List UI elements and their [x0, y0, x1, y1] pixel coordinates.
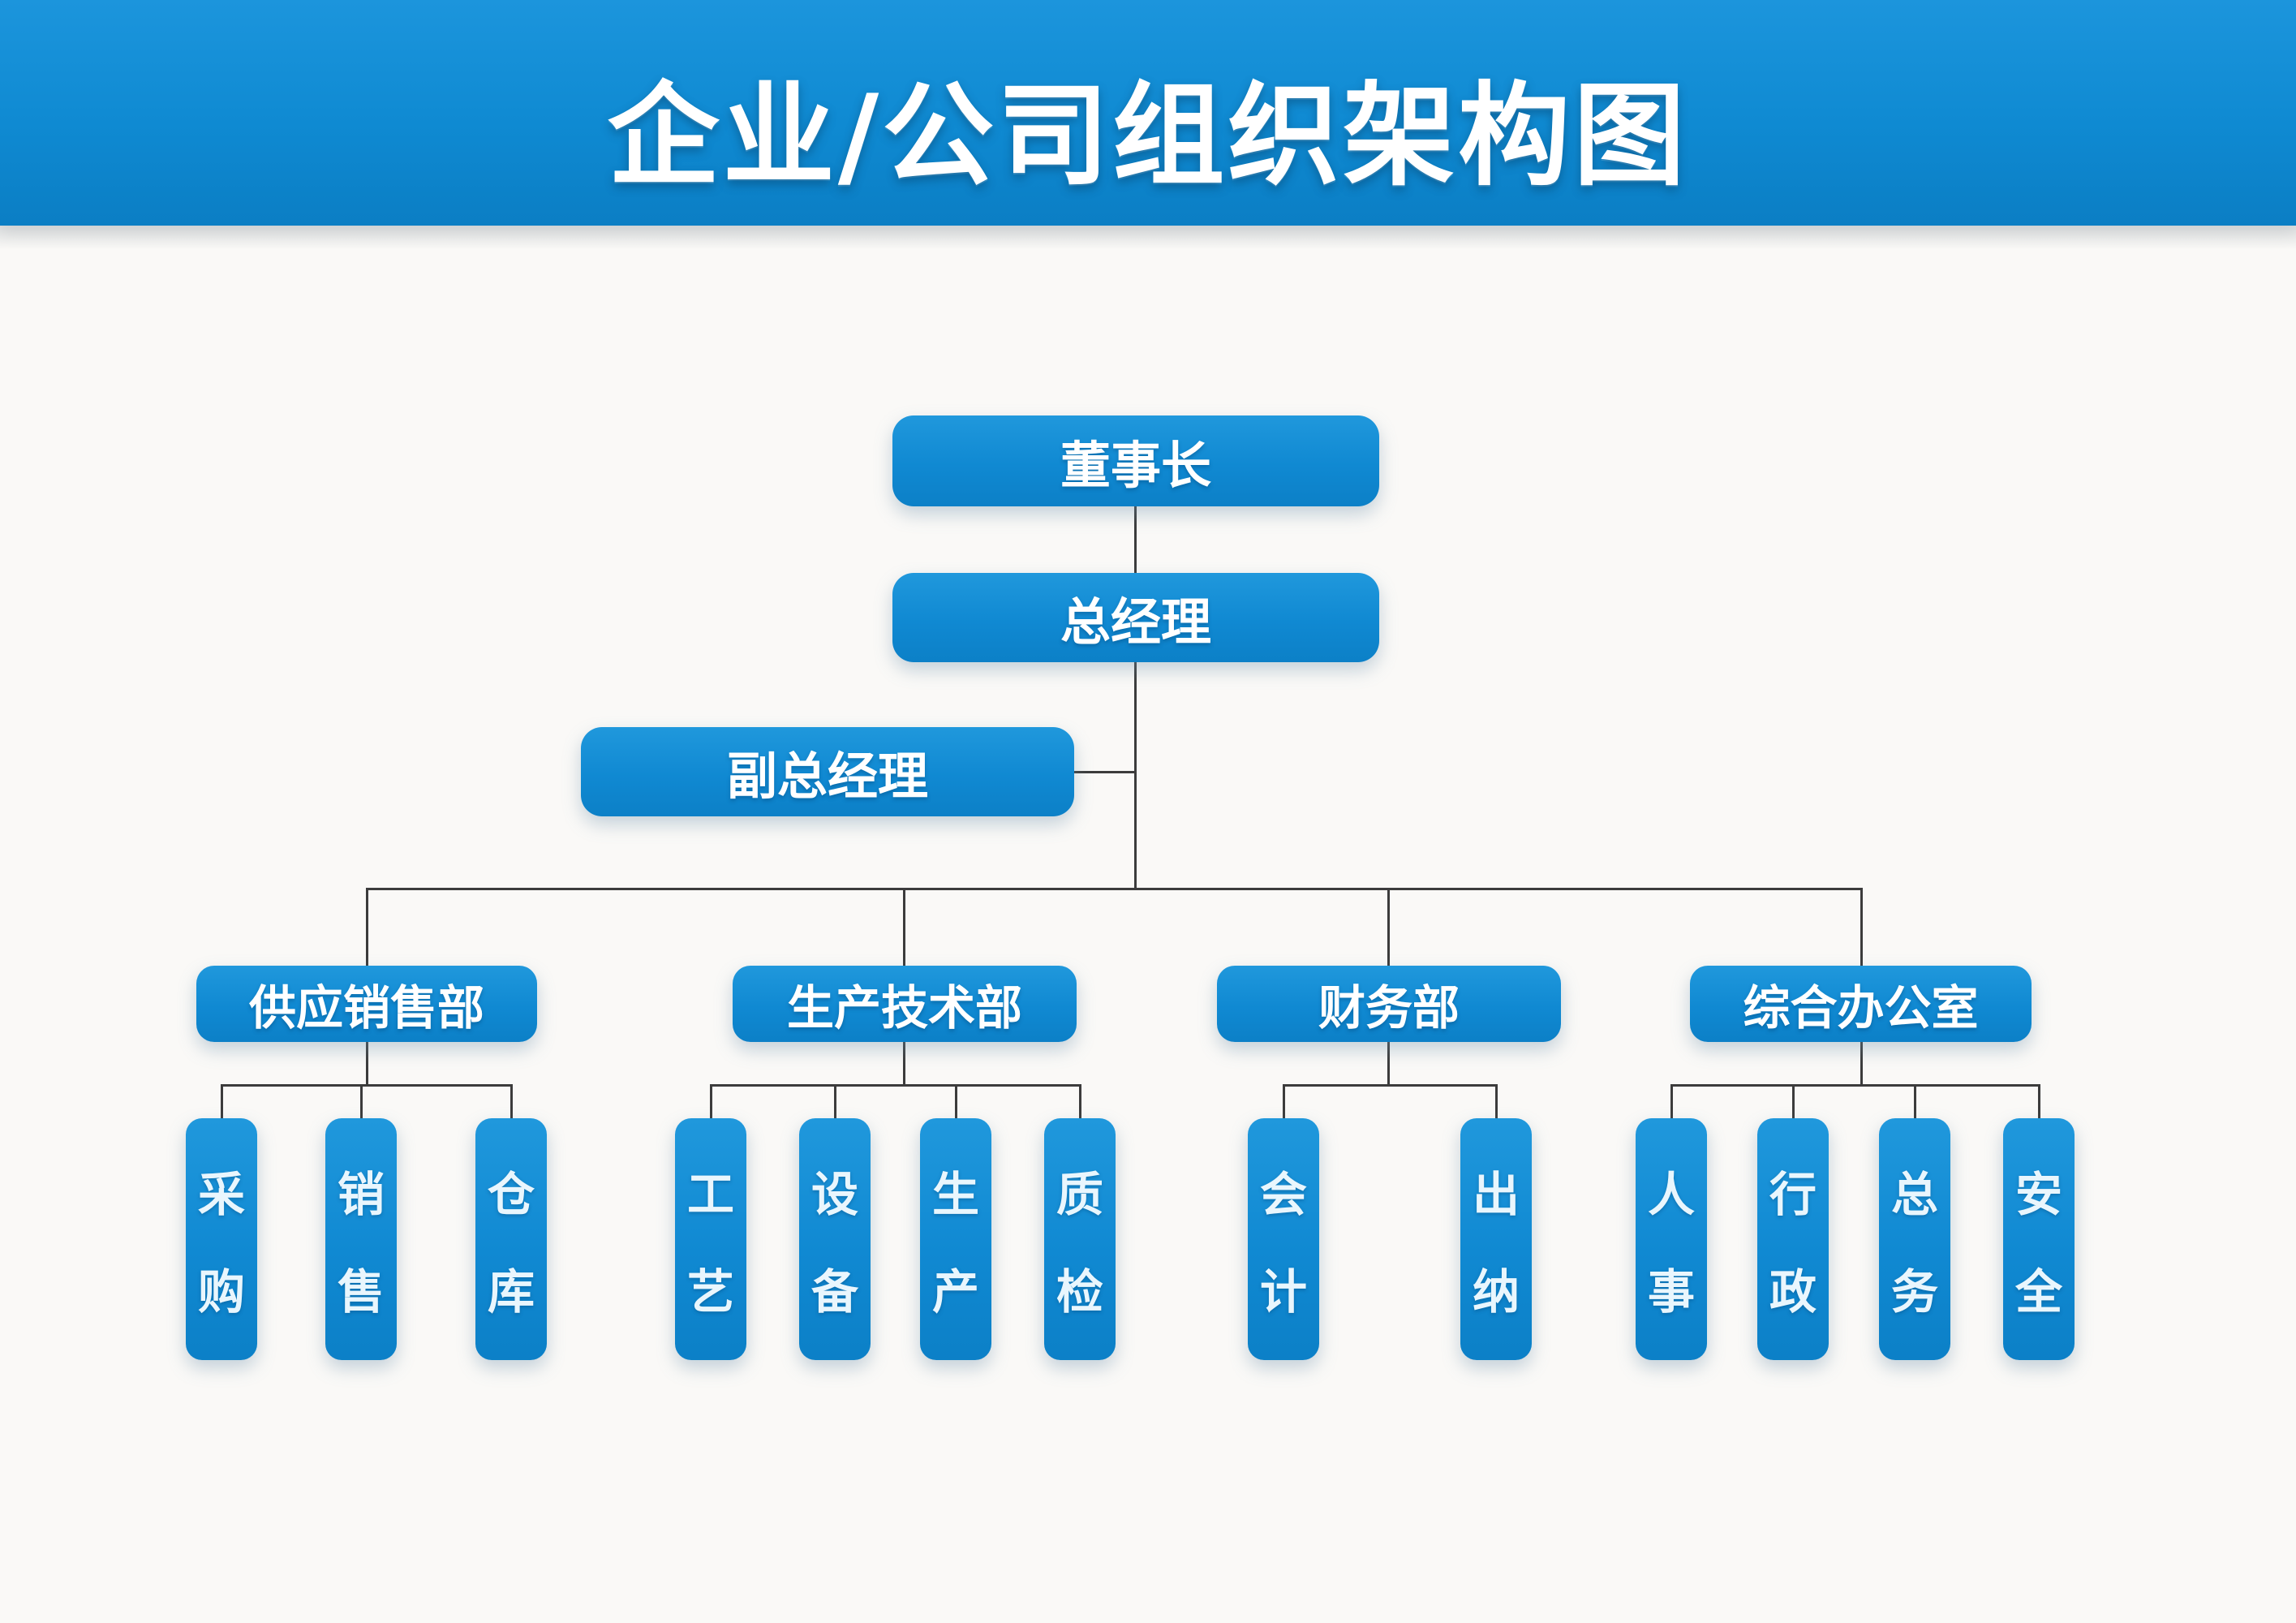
box-child-hr: 人事 — [1636, 1118, 1707, 1360]
connector-child-stub — [1283, 1084, 1285, 1120]
box-child-cashier: 出纳 — [1460, 1118, 1532, 1360]
banner-shadow — [0, 226, 2296, 250]
connector-child-stub — [1495, 1084, 1498, 1120]
box-child-administration: 行政 — [1757, 1118, 1829, 1360]
connector-deputy-stub — [1073, 771, 1137, 773]
connector-dept-down — [1387, 1042, 1390, 1086]
dept-label: 财务部 — [1318, 980, 1460, 1035]
box-child-warehouse: 仓库 — [475, 1118, 547, 1360]
connector-chairman-gm — [1134, 506, 1137, 575]
dept-label: 生产技术部 — [786, 980, 1022, 1035]
box-dept-general-office: 综合办公室 — [1690, 966, 2032, 1042]
child-label: 采购 — [197, 1166, 245, 1320]
box-child-general-affairs: 总务 — [1879, 1118, 1950, 1360]
box-child-accounting: 会计 — [1248, 1118, 1319, 1360]
child-label: 安全 — [2014, 1166, 2062, 1320]
box-deputy-general-manager: 副总经理 — [581, 727, 1074, 816]
child-label: 生产 — [931, 1166, 979, 1320]
child-label: 总务 — [1890, 1166, 1938, 1320]
child-label: 仓库 — [487, 1166, 535, 1320]
connector-dept-stub — [903, 888, 905, 966]
box-general-manager: 总经理 — [892, 573, 1379, 662]
connector-dept-down — [1860, 1042, 1863, 1086]
box-child-procurement: 采购 — [186, 1118, 257, 1360]
connector-child-line — [1670, 1084, 2040, 1087]
connector-dept-stub — [366, 888, 368, 966]
title-banner: 企业/公司组织架构图 — [0, 0, 2296, 226]
child-label: 出纳 — [1472, 1166, 1520, 1320]
box-deputy-general-manager-label: 副总经理 — [726, 747, 928, 806]
child-label: 质检 — [1056, 1166, 1103, 1320]
connector-gm-trunk — [1134, 662, 1137, 890]
connector-child-stub — [1914, 1084, 1916, 1120]
box-chairman: 董事长 — [892, 415, 1379, 506]
connector-dept-down — [903, 1042, 905, 1086]
child-label: 销售 — [337, 1166, 385, 1320]
dept-label: 综合办公室 — [1743, 980, 1979, 1035]
connector-child-stub — [834, 1084, 836, 1120]
dept-label: 供应销售部 — [248, 980, 484, 1035]
connector-child-stub — [1079, 1084, 1081, 1120]
connector-dept-stub — [1860, 888, 1863, 966]
box-child-production: 生产 — [920, 1118, 991, 1360]
connector-child-stub — [2038, 1084, 2040, 1120]
connector-child-line — [710, 1084, 1081, 1087]
box-dept-production-tech: 生产技术部 — [733, 966, 1077, 1042]
box-child-sales: 销售 — [325, 1118, 397, 1360]
box-dept-supply-sales: 供应销售部 — [196, 966, 537, 1042]
connector-child-stub — [360, 1084, 363, 1120]
box-child-safety: 安全 — [2003, 1118, 2075, 1360]
connector-child-stub — [1670, 1084, 1673, 1120]
box-general-manager-label: 总经理 — [1060, 592, 1211, 652]
connector-child-stub — [710, 1084, 712, 1120]
box-chairman-label: 董事长 — [1060, 436, 1211, 495]
connector-dept-distribution — [366, 888, 1863, 890]
child-label: 工艺 — [686, 1166, 734, 1320]
connector-child-stub — [510, 1084, 513, 1120]
child-label: 行政 — [1769, 1166, 1817, 1320]
connector-dept-stub — [1387, 888, 1390, 966]
connector-child-stub — [221, 1084, 223, 1120]
connector-child-line — [1283, 1084, 1498, 1087]
connector-child-line — [221, 1084, 513, 1087]
box-child-equipment: 设备 — [799, 1118, 871, 1360]
box-child-quality: 质检 — [1044, 1118, 1116, 1360]
child-label: 人事 — [1647, 1166, 1695, 1320]
box-child-process: 工艺 — [675, 1118, 746, 1360]
connector-child-stub — [1792, 1084, 1795, 1120]
box-dept-finance: 财务部 — [1217, 966, 1561, 1042]
connector-child-stub — [955, 1084, 957, 1120]
child-label: 会计 — [1259, 1166, 1307, 1320]
page-title: 企业/公司组织架构图 — [607, 71, 1689, 201]
child-label: 设备 — [810, 1166, 858, 1320]
connector-dept-down — [366, 1042, 368, 1086]
